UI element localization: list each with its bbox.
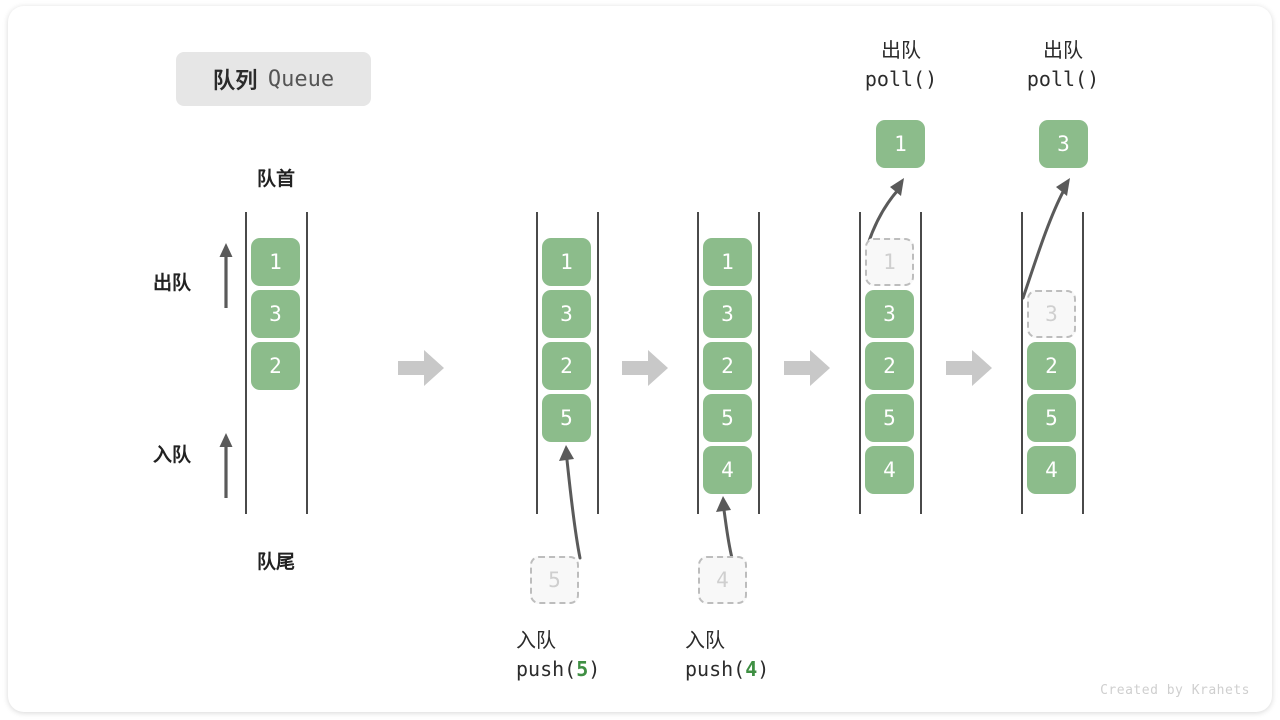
topcap-code: poll() <box>864 67 938 91</box>
queue-rail-right-c1 <box>306 212 308 514</box>
push-source-ghost-cell: 5 <box>530 556 579 604</box>
queue-cell: 3 <box>251 290 300 338</box>
queue-cell: 1 <box>542 238 591 286</box>
queue-cell: 5 <box>703 394 752 442</box>
push-source-ghost-cell: 4 <box>698 556 747 604</box>
queue-rail-right-c2 <box>597 212 599 514</box>
queue-rail-right-c5 <box>1082 212 1084 514</box>
title-en: Queue <box>267 66 335 92</box>
queue-rail-left-c1 <box>245 212 247 514</box>
topcap-code: poll() <box>1026 67 1100 91</box>
push-arrow-icon <box>528 442 598 560</box>
queue-rail-right-c3 <box>758 212 760 514</box>
queue-cell: 2 <box>251 342 300 390</box>
queue-rail-right-c4 <box>920 212 922 514</box>
diagram-card: 队列 Queue 队首 队尾 出队 入队 1 3 2 1 3 2 5 <box>8 6 1272 712</box>
queue-cell: 2 <box>1027 342 1076 390</box>
popped-cell: 1 <box>876 120 925 168</box>
diagram-title-chip: 队列 Queue <box>176 52 371 106</box>
queue-cell: 1 <box>703 238 752 286</box>
title-cn: 队列 <box>212 69 258 94</box>
caption-cn: 入队 <box>516 628 556 652</box>
topcap-cn: 出队 <box>881 38 921 62</box>
caption-cn: 入队 <box>685 628 725 652</box>
queue-rail-left-c2 <box>536 212 538 514</box>
step-arrow-icon <box>946 348 992 388</box>
queue-cell: 1 <box>251 238 300 286</box>
push-arrow-icon <box>698 494 758 560</box>
queue-cell: 3 <box>703 290 752 338</box>
queue-cell-new: 5 <box>542 394 591 442</box>
queue-cell: 4 <box>865 446 914 494</box>
caption-code: push(5) <box>516 657 601 681</box>
queue-cell: 2 <box>703 342 752 390</box>
dequeue-direction-arrow-icon <box>216 242 236 310</box>
queue-head-label: 队首 <box>256 168 295 190</box>
popped-cell: 3 <box>1039 120 1088 168</box>
queue-cell: 3 <box>865 290 914 338</box>
queue-cell: 5 <box>865 394 914 442</box>
queue-rail-left-c4 <box>859 212 861 514</box>
queue-rail-left-c3 <box>697 212 699 514</box>
dequeue-direction-label: 出队 <box>153 272 192 294</box>
topcap-cn: 出队 <box>1043 38 1083 62</box>
column-caption-push5: 入队 push(5) <box>516 626 600 684</box>
queue-cell: 2 <box>542 342 591 390</box>
queue-cell: 3 <box>542 290 591 338</box>
queue-cell-removed: 1 <box>865 238 914 286</box>
column-caption-push4: 入队 push(4) <box>685 626 769 684</box>
step-arrow-icon <box>398 348 444 388</box>
column-topcap-poll1: 出队 poll() <box>806 36 996 94</box>
queue-cell-removed: 3 <box>1027 290 1076 338</box>
enqueue-direction-arrow-icon <box>216 432 236 500</box>
enqueue-direction-label: 入队 <box>153 444 192 466</box>
queue-tail-label: 队尾 <box>256 551 295 573</box>
column-topcap-poll3: 出队 poll() <box>968 36 1158 94</box>
step-arrow-icon <box>622 348 668 388</box>
queue-cell-new: 4 <box>703 446 752 494</box>
step-arrow-icon <box>784 348 830 388</box>
queue-cell: 2 <box>865 342 914 390</box>
queue-cell: 5 <box>1027 394 1076 442</box>
poll-arrow-icon <box>854 174 924 246</box>
caption-code: push(4) <box>685 657 770 681</box>
queue-cell: 4 <box>1027 446 1076 494</box>
poll-arrow-icon <box>1014 174 1094 300</box>
queue-rail-left-c5 <box>1021 212 1023 514</box>
credit-text: Created by Krahets <box>1100 683 1250 698</box>
